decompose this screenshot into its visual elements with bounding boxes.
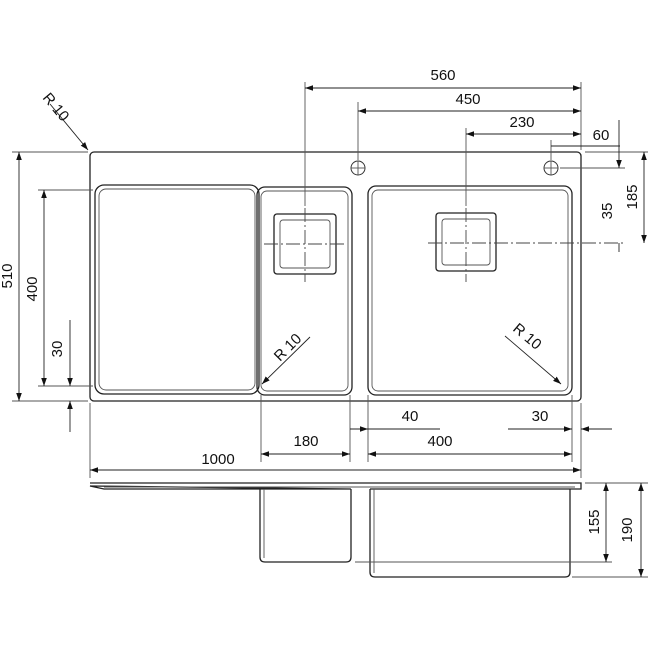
front-view-small-bowl	[259, 489, 352, 563]
dim-400-vertical: 400	[24, 276, 41, 301]
leader-r10-large-bowl	[504, 335, 562, 385]
tap-hole-right	[543, 160, 559, 176]
top-view	[89, 151, 625, 402]
dim-180: 180	[293, 433, 318, 450]
radius-small-bowl: R 10	[271, 330, 305, 364]
front-view	[89, 482, 582, 578]
dim-30-vertical: 30	[49, 341, 66, 358]
front-view-large-bowl	[369, 489, 571, 578]
radius-large-bowl: R 10	[509, 320, 544, 353]
front-view-rim	[89, 482, 582, 490]
tap-hole-left	[350, 160, 366, 176]
radius-corner: R 10	[39, 90, 72, 125]
dim-450: 450	[455, 91, 480, 108]
drainboard	[94, 184, 260, 395]
large-bowl-inner	[371, 189, 569, 392]
dim-400-horizontal: 400	[427, 433, 452, 450]
leader-r10-corner	[49, 103, 89, 151]
leader-r10-small-bowl	[261, 336, 311, 385]
left-dimensions: 510 400 30 R 10	[0, 90, 93, 432]
dim-560: 560	[430, 67, 455, 84]
large-bowl	[367, 185, 573, 396]
dim-1000: 1000	[201, 451, 234, 468]
dim-35: 35	[599, 203, 616, 220]
small-bowl	[256, 186, 353, 396]
dim-155: 155	[586, 509, 603, 534]
dim-40: 40	[402, 408, 419, 425]
dim-510: 510	[0, 263, 16, 288]
bottom-dimensions: 40 30 180 400 1000	[89, 395, 612, 478]
dim-230: 230	[509, 114, 534, 131]
sink-outline	[89, 151, 582, 402]
dim-30-horizontal: 30	[532, 408, 549, 425]
drainboard-inner	[98, 188, 256, 391]
dim-60: 60	[593, 127, 610, 144]
dim-190: 190	[619, 517, 636, 542]
top-dimensions: 560 450 230 60	[304, 67, 620, 206]
right-dimensions: 185 35	[560, 120, 648, 252]
dim-185: 185	[624, 184, 641, 209]
front-dimensions: 155 190	[355, 482, 648, 578]
small-bowl-inner	[260, 190, 349, 392]
